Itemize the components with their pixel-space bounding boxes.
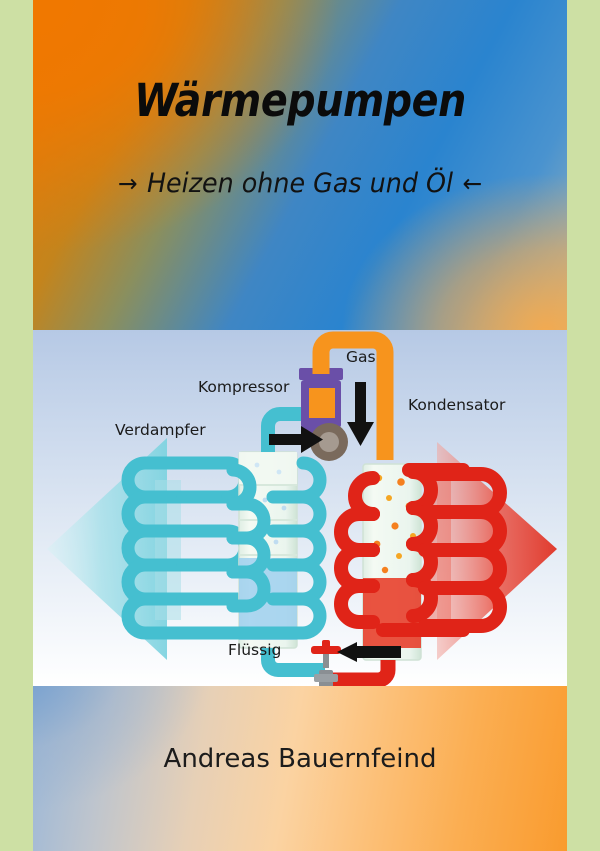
author-name: Andreas Bauernfeind (163, 744, 437, 774)
author-panel: Andreas Bauernfeind (33, 686, 567, 851)
gas-downflow-arrow (347, 382, 374, 446)
liquid-return-line (261, 648, 325, 677)
heat-pump-cycle-diagram: Verdampfer Kompressor Gas Kondensator Fl… (33, 330, 567, 686)
label-condenser: Kondensator (408, 396, 506, 414)
gas-discharge-line (312, 331, 394, 460)
subtitle-text: Heizen ohne Gas und Öl (146, 168, 454, 199)
cover-content-block: Wärmepumpen → Heizen ohne Gas und Öl ← (33, 0, 567, 851)
label-gas: Gas (346, 348, 376, 366)
page-title: Wärmepumpen (134, 74, 466, 127)
label-liquid: Flüssig (228, 641, 281, 659)
compressor-unit (299, 368, 348, 461)
expansion-valve (311, 640, 341, 686)
label-evaporator: Verdampfer (115, 421, 206, 439)
title-panel: Wärmepumpen → Heizen ohne Gas und Öl ← (33, 0, 567, 330)
cover-subtitle: → Heizen ohne Gas und Öl ← (49, 168, 551, 199)
right-arrow-icon: → (117, 169, 138, 198)
left-arrow-icon: ← (462, 169, 483, 198)
compressor-inlet-arrow (269, 426, 323, 453)
suction-line (261, 407, 333, 452)
condenser-outlet-line (333, 660, 396, 686)
diagram-panel: Verdampfer Kompressor Gas Kondensator Fl… (33, 330, 567, 686)
evaporator-vessel-coil (176, 456, 327, 640)
expansion-valve-arrow (337, 642, 401, 662)
condenser-coil (334, 463, 507, 637)
label-compressor: Kompressor (198, 378, 290, 396)
